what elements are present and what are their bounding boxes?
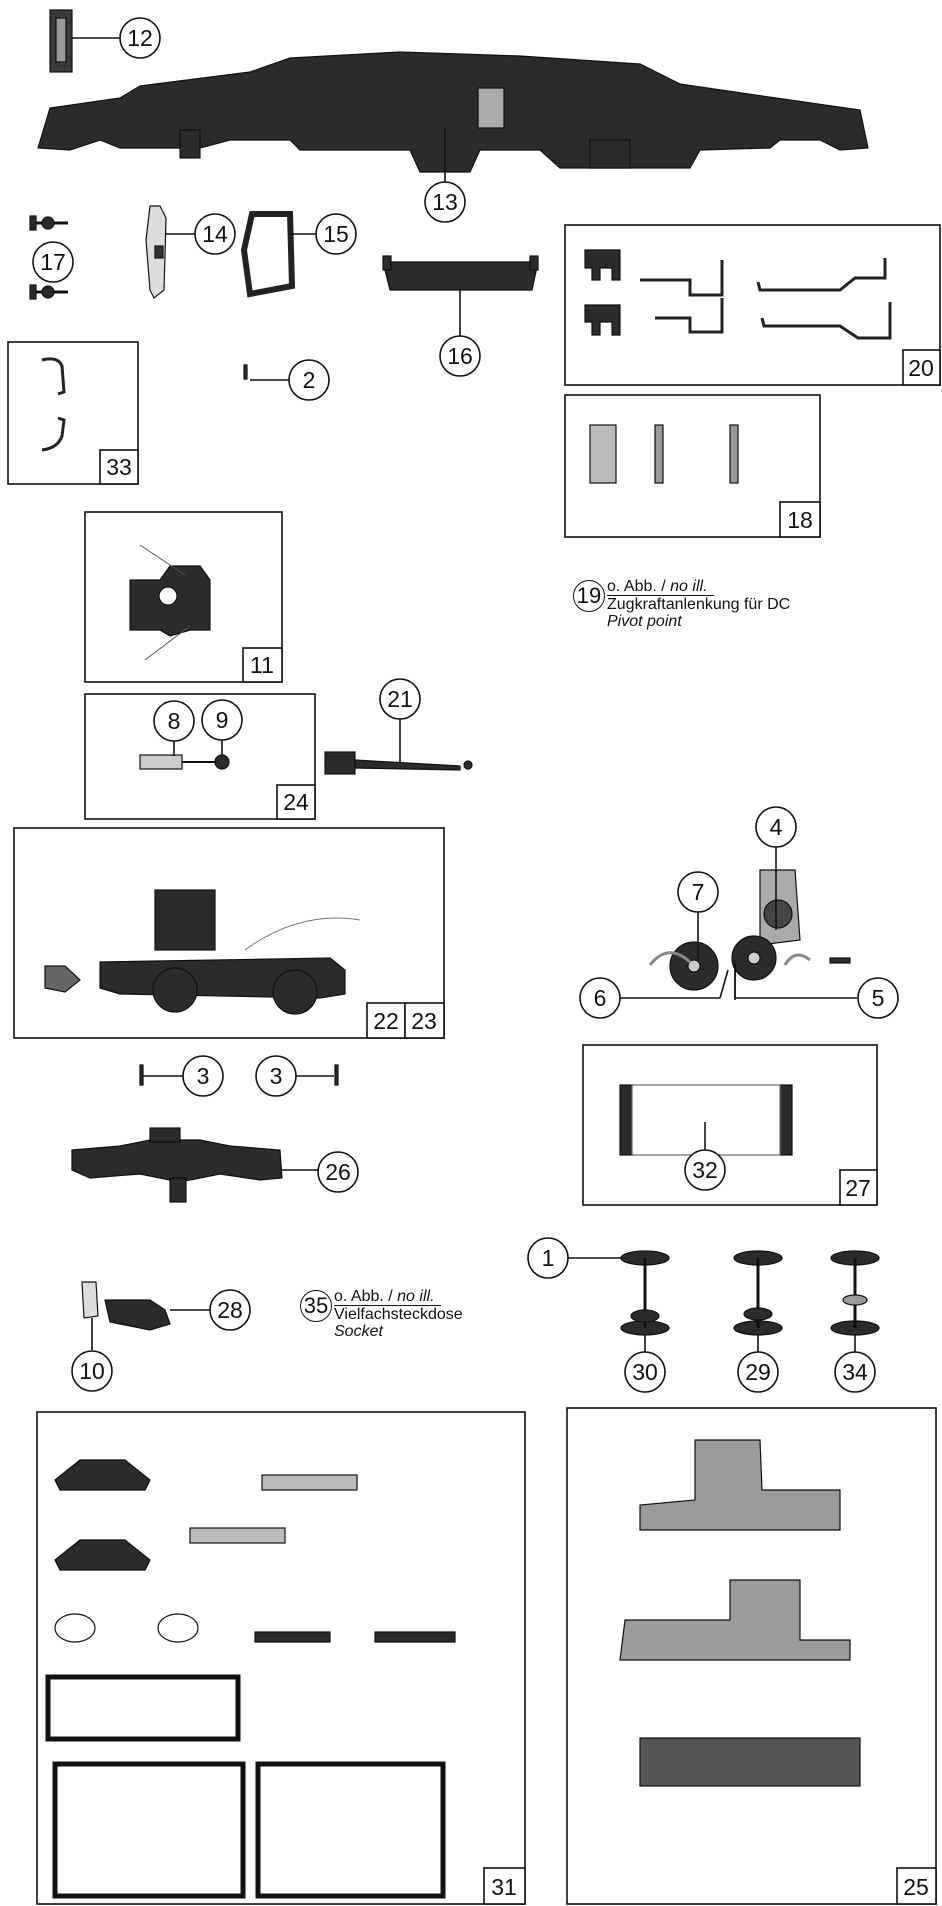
note-35: 35 o. Abb. / no ill. Vielfachsteckdose S… — [300, 1288, 463, 1340]
part-24-shaft — [139, 754, 230, 770]
callout-15: 15 — [323, 221, 349, 247]
callout-34: 34 — [842, 1359, 868, 1385]
callout-7: 7 — [692, 879, 705, 905]
callout-14: 14 — [202, 221, 228, 247]
callout-32: 32 — [692, 1157, 718, 1183]
callout-5: 5 — [872, 985, 885, 1011]
note-35-number: 35 — [300, 1290, 332, 1322]
box-11-outline — [84, 511, 283, 683]
part-21-cardan-shaft — [324, 751, 473, 775]
callout-29: 29 — [745, 1359, 771, 1385]
part-13-chassis-frame — [37, 51, 869, 173]
callout-28: 28 — [217, 1297, 243, 1323]
box-label-31: 31 — [491, 1874, 517, 1900]
callout-16: 16 — [447, 343, 473, 369]
callout-9: 9 — [216, 707, 229, 733]
box-31-outline — [36, 1411, 526, 1905]
note-35-line1: o. Abb. / no ill. — [334, 1288, 441, 1306]
part-16-buffer-beam — [382, 255, 539, 291]
wheelset-29 — [733, 1250, 783, 1336]
callout-4: 4 — [770, 814, 783, 840]
note-19-line1: o. Abb. / no ill. — [607, 578, 714, 596]
box-label-23: 23 — [411, 1008, 437, 1034]
part-12-block — [49, 9, 73, 73]
note-19-line3: Pivot point — [607, 613, 682, 630]
callout-3-left: 3 — [197, 1063, 210, 1089]
callout-10: 10 — [79, 1358, 105, 1384]
box-label-20: 20 — [908, 355, 934, 381]
box-25-outline — [566, 1407, 937, 1905]
part-26-bogie-frame — [71, 1127, 283, 1203]
part-18-parts — [589, 424, 739, 484]
callout-17: 17 — [40, 249, 66, 275]
box-24-outline — [84, 693, 316, 820]
wheelset-34 — [830, 1250, 880, 1336]
box-33-outline — [7, 341, 139, 485]
part-3-pin-left — [139, 1064, 144, 1086]
part-3-pin-right — [334, 1064, 339, 1086]
gear-assembly — [648, 869, 851, 991]
callout-12: 12 — [127, 25, 153, 51]
note-19: 19 o. Abb. / no ill. Zugkraftanlenkung f… — [573, 578, 790, 630]
part-33-handrails — [41, 357, 66, 452]
part-25-chassis-parts — [619, 1439, 861, 1787]
part-20-parts — [584, 249, 892, 340]
box-label-24: 24 — [283, 789, 309, 815]
box-label-22: 22 — [373, 1008, 399, 1034]
box-label-18: 18 — [787, 507, 813, 533]
note-35-line2: Vielfachsteckdose — [334, 1306, 463, 1323]
box-label-11: 11 — [250, 652, 274, 678]
callout-21: 21 — [387, 686, 413, 712]
box-20-outline — [564, 224, 941, 386]
part-2-pin — [243, 364, 248, 380]
wheelset-30 — [620, 1250, 670, 1336]
callout-1: 1 — [542, 1245, 555, 1271]
callout-6: 6 — [594, 985, 607, 1011]
part-15-frame — [240, 211, 296, 298]
box-2223-outline — [13, 827, 445, 1039]
part-27-plate — [619, 1084, 793, 1156]
note-19-number: 19 — [573, 580, 605, 612]
callout-3-right: 3 — [270, 1063, 283, 1089]
part-17-pins — [29, 215, 68, 300]
box-label-27: 27 — [845, 1175, 871, 1201]
note-35-line3: Socket — [334, 1323, 383, 1340]
box-label-33: 33 — [106, 454, 132, 480]
callout-30: 30 — [632, 1359, 658, 1385]
part-22-bogie-assembly — [44, 889, 361, 1015]
callout-8: 8 — [168, 708, 181, 734]
callout-13: 13 — [432, 189, 458, 215]
part-11-plate — [129, 544, 211, 661]
note-19-line2: Zugkraftanlenkung für DC — [607, 596, 791, 613]
part-28-coupler — [81, 1281, 171, 1331]
callout-26: 26 — [325, 1159, 351, 1185]
box-label-25: 25 — [903, 1874, 929, 1900]
box-27-outline — [582, 1044, 878, 1206]
callout-2: 2 — [303, 367, 316, 393]
part-14-light-piece — [145, 205, 167, 299]
part-31-sprue-parts — [45, 1459, 456, 1899]
box-18-outline — [564, 394, 821, 538]
